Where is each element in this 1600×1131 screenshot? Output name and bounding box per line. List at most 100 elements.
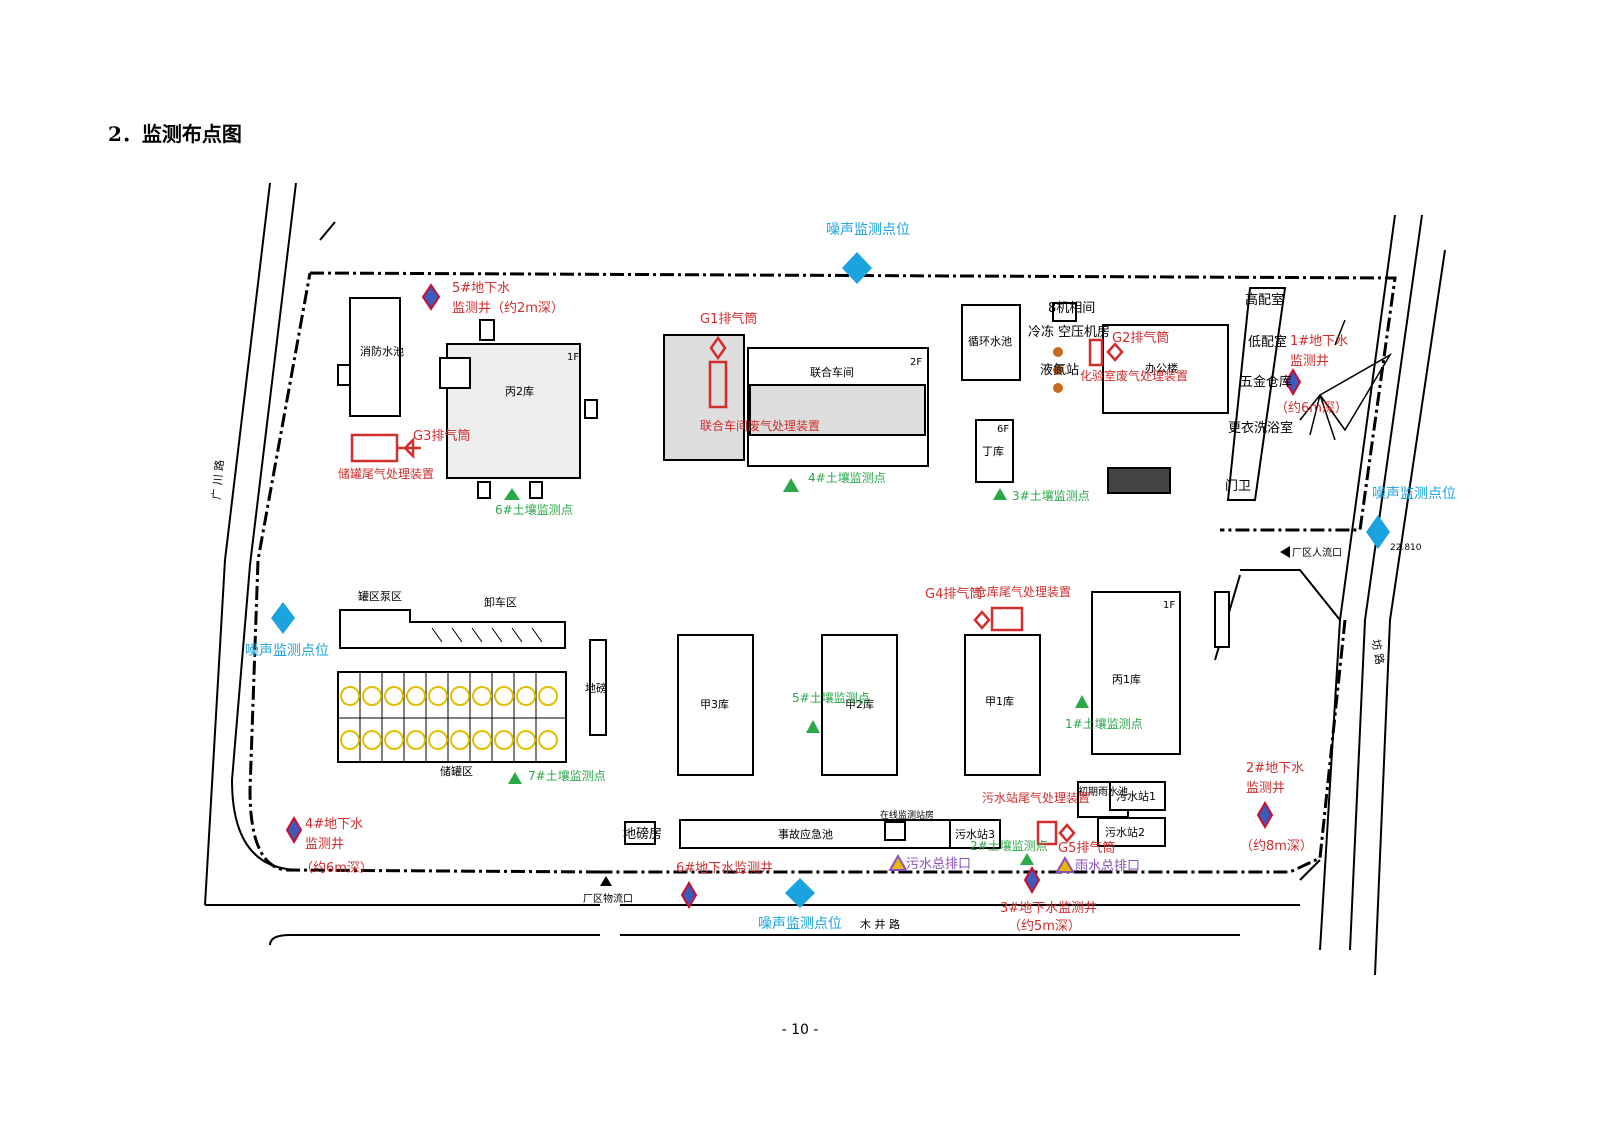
people-entrance-label: 厂区人流口 bbox=[1292, 546, 1342, 559]
g3-label: G3排气筒 bbox=[413, 428, 470, 444]
misc-labels: 厂区人流口 厂区物流口 木 井 路 广 川 路 坊 路 22.810 bbox=[210, 459, 1422, 931]
gw2-label: （约8m深） bbox=[1240, 839, 1313, 854]
tank-area-label: 储罐区 bbox=[440, 764, 473, 778]
sewage-outfall-label: 污水总排口 bbox=[906, 857, 971, 872]
lv-room-label: 低配室 bbox=[1248, 334, 1287, 350]
jia2-label: 甲2库 bbox=[845, 698, 874, 711]
hardware-store-label: 五金仓库 bbox=[1240, 374, 1292, 390]
soil1-label: 1#土壤监测点 bbox=[1065, 716, 1143, 731]
g4-label: G4排气筒 bbox=[925, 586, 982, 602]
noise-marker-icon bbox=[1366, 515, 1390, 549]
floor-label: 1F bbox=[567, 352, 579, 363]
tank-exhaust-label: 储罐尾气处理装置 bbox=[338, 466, 434, 481]
changing-room-label: 更衣洗浴室 bbox=[1228, 420, 1293, 436]
floor-label: 6F bbox=[997, 424, 1009, 435]
buildings bbox=[337, 287, 1287, 849]
circ-pool-label: 循环水池 bbox=[968, 335, 1012, 348]
page-number: - 10 - bbox=[781, 1022, 819, 1038]
road-bottom-label: 木 井 路 bbox=[860, 917, 900, 931]
groundwater-wells bbox=[285, 283, 1302, 909]
soil-marker-icon bbox=[806, 720, 820, 733]
combined-workshop-label: 联合车间 bbox=[810, 365, 854, 379]
g1-label: G1排气筒 bbox=[700, 311, 757, 327]
groundwater-well-icon bbox=[421, 283, 441, 311]
roads bbox=[204, 182, 1446, 976]
soil-marker-icon bbox=[504, 488, 520, 500]
unload-bays bbox=[431, 627, 543, 643]
soil5-label: 5#土壤监测点 bbox=[792, 690, 870, 705]
groundwater-well-icon bbox=[1284, 368, 1302, 396]
stack-icon bbox=[973, 610, 991, 630]
soil-labels: 1#土壤监测点 2#土壤监测点 3#土壤监测点 4#土壤监测点 5#土壤监测点 … bbox=[495, 470, 1143, 853]
nitrogen-compressor-label: 8机相间 bbox=[1048, 301, 1095, 316]
soil7-label: 7#土壤监测点 bbox=[528, 768, 606, 783]
ws-exhaust-label: 污水站尾气处理装置 bbox=[982, 790, 1090, 805]
gw3-label: 3#地下水监测井 bbox=[1000, 901, 1097, 916]
gate-label: 门卫 bbox=[1225, 479, 1251, 494]
early-rain-label: 初期雨水池 bbox=[1078, 785, 1128, 798]
accident-pool-label: 事故应急池 bbox=[778, 827, 833, 841]
soil-marker-icon bbox=[1075, 695, 1089, 708]
section-title: 2．监测布点图 bbox=[108, 122, 242, 146]
air-comp-label: 空压机房 bbox=[1058, 324, 1110, 340]
stack-icon bbox=[1058, 823, 1076, 843]
noise-marker-icon bbox=[842, 252, 872, 284]
gw1-label: （约6m深） bbox=[1275, 401, 1348, 416]
gw1-label: 1#地下水 bbox=[1290, 334, 1348, 349]
noise-marker-icon bbox=[785, 878, 815, 908]
outfalls bbox=[888, 853, 1075, 873]
noise-label-left: 噪声监测点位 bbox=[245, 643, 329, 659]
warehouse-exhaust-label: 仓库尾气处理装置 bbox=[975, 584, 1071, 599]
groundwater-well-icon bbox=[285, 816, 303, 844]
gw3-label: （约5m深） bbox=[1008, 919, 1081, 934]
people-entrance-icon bbox=[1280, 546, 1290, 558]
ws3-label: 污水站3 bbox=[955, 827, 995, 841]
ws2-label: 污水站2 bbox=[1105, 825, 1145, 839]
soil-monitoring-points bbox=[504, 478, 1089, 865]
noise-marker-icon bbox=[271, 602, 295, 634]
plant-boundary bbox=[248, 271, 1397, 874]
road-right-label: 坊 路 bbox=[1369, 638, 1387, 666]
gw5-label: 监测井（约2m深） bbox=[452, 301, 564, 316]
soil-marker-icon bbox=[1020, 853, 1034, 865]
outfall-icon bbox=[888, 853, 908, 871]
noise-label-top: 噪声监测点位 bbox=[826, 222, 910, 238]
g2-label: G2排气筒 bbox=[1112, 330, 1169, 346]
elevation-label: 22.810 bbox=[1390, 543, 1422, 553]
weighbridge-label: 地磅 bbox=[585, 681, 607, 695]
gw1-label: 监测井 bbox=[1290, 354, 1329, 369]
floor-label: 1F bbox=[1163, 600, 1175, 611]
soil3-label: 3#土壤监测点 bbox=[1012, 488, 1090, 503]
jia3-label: 甲3库 bbox=[700, 698, 729, 711]
ws1-label: 污水站1 bbox=[1116, 789, 1156, 803]
cooling-label: 冷冻 bbox=[1028, 324, 1054, 340]
soil-marker-icon bbox=[508, 772, 522, 784]
noise-labels: 噪声监测点位 噪声监测点位 噪声监测点位 噪声监测点位 bbox=[245, 222, 1456, 932]
bing2-label: 丙2库 bbox=[505, 385, 534, 398]
gw4-label: 4#地下水 bbox=[305, 817, 363, 832]
groundwater-well-icon bbox=[1023, 866, 1041, 894]
tank-pump-label: 罐区泵区 bbox=[358, 590, 402, 603]
building-labels: 消防水池 丙2库 联合车间 循环水池 8机相间 冷冻 空压机房 液氮站 办公楼 … bbox=[358, 292, 1293, 842]
weigh-house-label: 地磅房 bbox=[623, 826, 662, 842]
noise-monitoring-points bbox=[271, 252, 1390, 908]
exhaust-labels: G1排气筒 G2排气筒 G3排气筒 G4排气筒 G5排气筒 联合车间废气处理装置… bbox=[338, 311, 1188, 856]
rain-outfall-label: 雨水总排口 bbox=[1075, 859, 1140, 874]
stack-icon bbox=[397, 436, 421, 460]
groundwater-well-icon bbox=[1256, 801, 1274, 829]
fire-pool-label: 消防水池 bbox=[360, 344, 404, 358]
outfall-icon bbox=[1055, 855, 1075, 873]
soil6-label: 6#土壤监测点 bbox=[495, 502, 573, 517]
groundwater-labels: 1#地下水 监测井 （约6m深） 2#地下水 监测井 （约8m深） 3#地下水监… bbox=[300, 281, 1348, 934]
ding-label: 丁库 bbox=[982, 445, 1004, 458]
liquid-nitrogen-label: 液氮站 bbox=[1040, 363, 1079, 378]
gw2-label: 监测井 bbox=[1246, 781, 1285, 796]
groundwater-well-icon bbox=[680, 881, 698, 909]
office-label: 办公楼 bbox=[1145, 361, 1178, 375]
unload-label: 卸车区 bbox=[484, 595, 517, 609]
jia1-label: 甲1库 bbox=[985, 695, 1014, 708]
floor-label: 2F bbox=[910, 357, 922, 368]
soil4-label: 4#土壤监测点 bbox=[808, 470, 886, 485]
exhaust-equipment bbox=[350, 335, 1124, 846]
stack-icon bbox=[709, 335, 727, 361]
